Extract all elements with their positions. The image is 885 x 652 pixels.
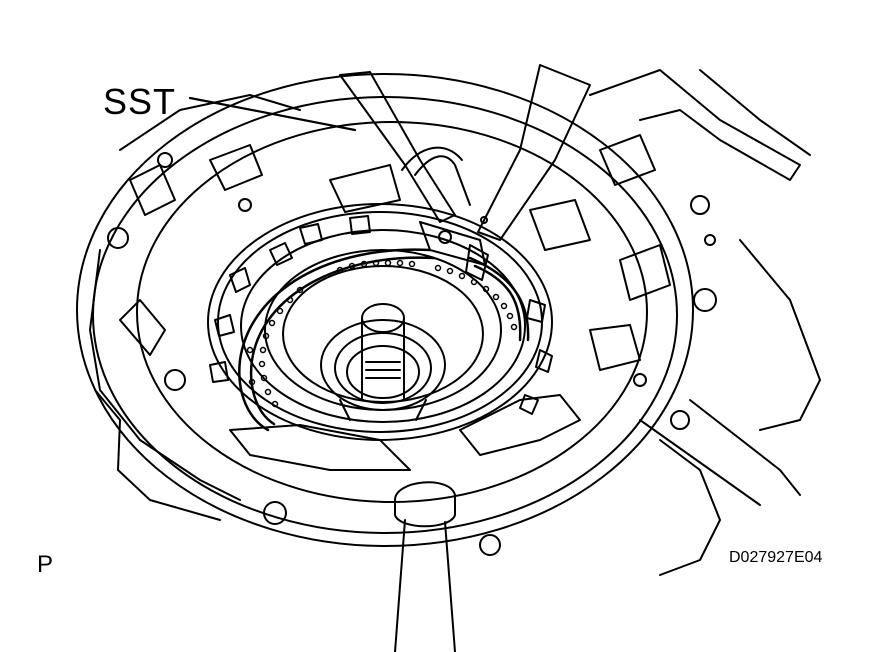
sst-callout-label: SST bbox=[103, 81, 177, 122]
housing-outline bbox=[89, 69, 821, 576]
snap-ring bbox=[238, 248, 530, 432]
figure-code: D027927E04 bbox=[729, 549, 823, 566]
clutch-plate-tabs bbox=[209, 215, 553, 415]
view-letter: P bbox=[37, 551, 54, 578]
sst-leader-line bbox=[188, 96, 357, 132]
sst-tool bbox=[339, 64, 591, 281]
case-lugs bbox=[119, 134, 671, 471]
holding-bar bbox=[394, 481, 456, 652]
bolt-holes bbox=[107, 152, 717, 556]
case-outer-ring bbox=[76, 73, 694, 547]
input-shaft bbox=[320, 303, 446, 421]
